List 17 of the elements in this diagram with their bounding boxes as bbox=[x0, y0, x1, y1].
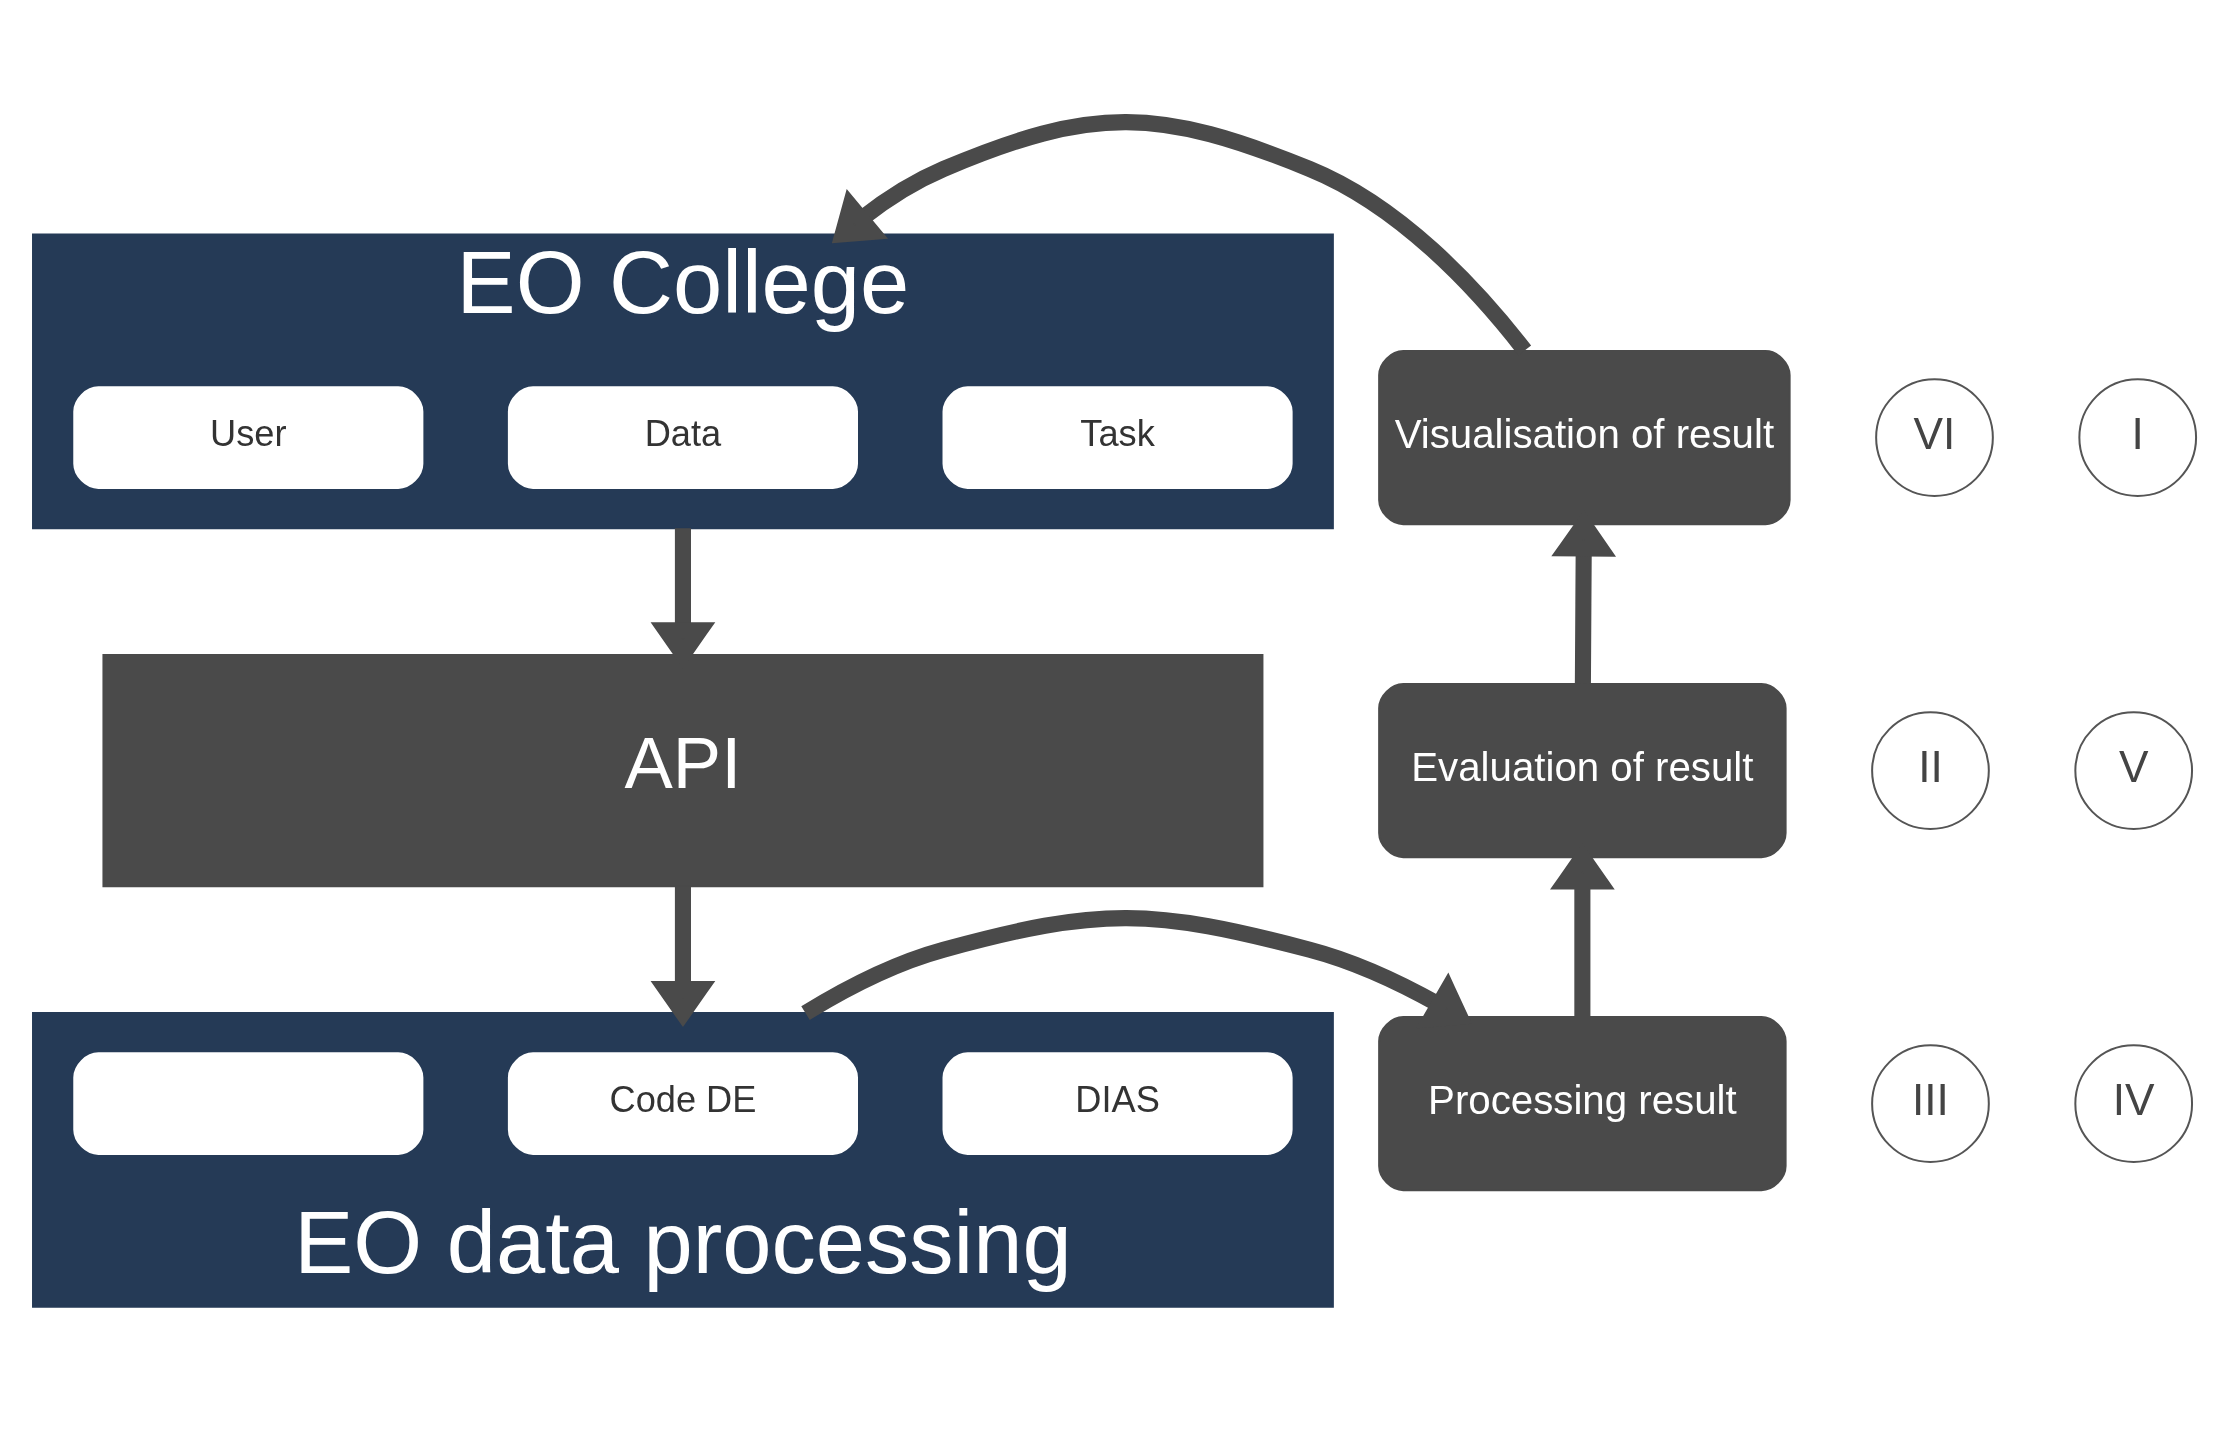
node-circle: VI bbox=[1875, 377, 1994, 497]
node-box: Data bbox=[507, 385, 858, 489]
node-circle: III bbox=[1871, 1043, 1990, 1163]
node-box: Evaluation of result bbox=[1378, 682, 1787, 858]
arrow bbox=[650, 886, 716, 1027]
node-box: Processing result bbox=[1378, 1015, 1787, 1191]
node-circle: I bbox=[2078, 377, 2198, 497]
node-circle: II bbox=[1871, 710, 1990, 830]
node-box: User bbox=[73, 385, 424, 489]
node-circle: IV bbox=[2074, 1043, 2194, 1163]
node-box: DIAS bbox=[942, 1051, 1293, 1155]
node-box bbox=[73, 1051, 424, 1155]
node-box: Code DE bbox=[507, 1051, 858, 1155]
node-box: API bbox=[102, 653, 1264, 887]
node-circle: V bbox=[2074, 710, 2194, 830]
node-box: Visualisation of result bbox=[1378, 349, 1791, 525]
node-box: Task bbox=[942, 385, 1293, 489]
